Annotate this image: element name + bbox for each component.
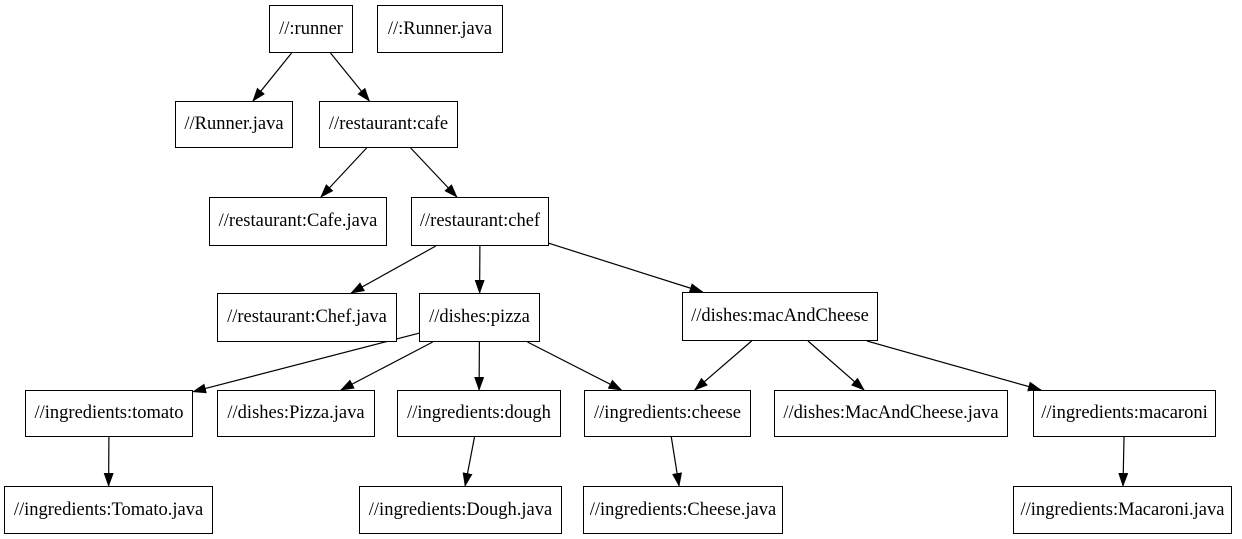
graph-edge-mac-and-cheese-to-cheese	[694, 340, 752, 391]
graph-node-tomato: //ingredients:tomato	[25, 390, 193, 437]
graph-node-chef: //restaurant:chef	[411, 197, 549, 246]
graph-edge-macaroni-to-macaroni-java	[1118, 436, 1129, 487]
graph-edge-pizza-to-tomato	[192, 332, 420, 394]
graph-node-runner: //:runner	[269, 5, 353, 53]
graph-node-cheese: //ingredients:cheese	[584, 390, 751, 437]
graph-node-pizza-java: //dishes:Pizza.java	[217, 390, 375, 437]
graph-node-tomato-java: //ingredients:Tomato.java	[4, 486, 213, 534]
graph-edge-cafe-to-chef	[410, 147, 458, 198]
graph-node-macaroni: //ingredients:macaroni	[1033, 390, 1216, 437]
graph-node-cafe-java: //restaurant:Cafe.java	[209, 197, 387, 246]
graph-node-mac-and-cheese: //dishes:macAndCheese	[682, 292, 878, 341]
graph-node-cheese-java: //ingredients:Cheese.java	[583, 486, 783, 534]
graph-node-runner-java-file: //Runner.java	[175, 101, 293, 148]
graph-edge-mac-and-cheese-to-mac-and-cheese-java	[807, 340, 865, 391]
graph-edge-dough-to-dough-java	[462, 436, 476, 487]
graph-edge-pizza-to-pizza-java	[340, 341, 433, 391]
graph-edge-runner-to-runner-java-file	[252, 52, 293, 102]
graph-edge-chef-to-chef-java	[350, 245, 437, 294]
graph-edge-runner-to-cafe	[330, 52, 371, 102]
graph-node-cafe: //restaurant:cafe	[319, 101, 458, 148]
graph-node-pizza: //dishes:pizza	[419, 293, 540, 342]
graph-node-dough-java: //ingredients:Dough.java	[359, 486, 562, 534]
graph-edge-cafe-to-cafe-java	[320, 147, 368, 198]
graph-edge-mac-and-cheese-to-macaroni	[866, 340, 1042, 392]
graph-node-dough: //ingredients:dough	[397, 390, 561, 437]
graph-edge-chef-to-mac-and-cheese	[548, 242, 704, 293]
graph-edge-cheese-to-cheese-java	[670, 436, 682, 487]
graph-node-mac-and-cheese-java: //dishes:MacAndCheese.java	[774, 390, 1008, 437]
graph-node-chef-java: //restaurant:Chef.java	[217, 293, 397, 342]
graph-node-macaroni-java: //ingredients:Macaroni.java	[1013, 486, 1232, 534]
graph-node-runner-java-target: //:Runner.java	[377, 5, 503, 53]
graph-edge-pizza-to-cheese	[527, 341, 623, 391]
